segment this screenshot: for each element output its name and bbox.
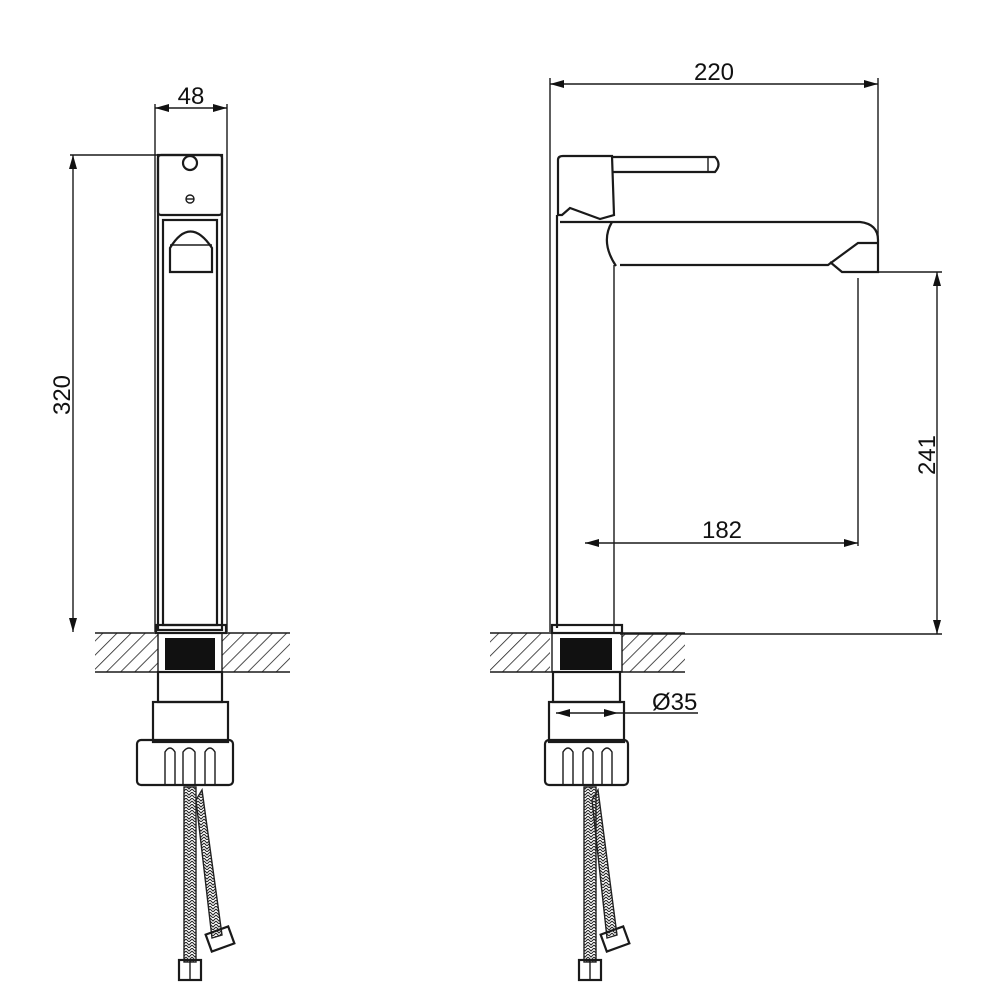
supply-hoses-left [177,786,236,982]
dimension-182: 182 [585,265,859,632]
dimension-label-220: 220 [694,59,734,86]
dimension-220: 220 [549,59,879,632]
countertop-section-left [95,632,290,673]
countertop-section-right [490,632,685,673]
dimension-label-241: 241 [914,435,941,475]
supply-hoses-right [577,786,631,982]
front-view: 220 241 182 [490,59,942,982]
dimension-label-320: 320 [49,375,76,415]
faucet-body-side [154,153,228,635]
dimension-label-35: Ø35 [652,689,697,716]
mounting-nut-left [135,670,235,787]
dimension-241: 241 [620,271,942,635]
dimension-320: 320 [49,154,190,632]
dimension-label-182: 182 [702,517,742,544]
side-view: 48 320 [49,83,290,982]
dimension-diameter-35: Ø35 [556,689,698,717]
faucet-body-front [550,154,880,635]
mounting-nut-right [543,670,630,787]
dimension-label-48: 48 [178,83,205,110]
dimension-48: 48 [154,83,228,632]
